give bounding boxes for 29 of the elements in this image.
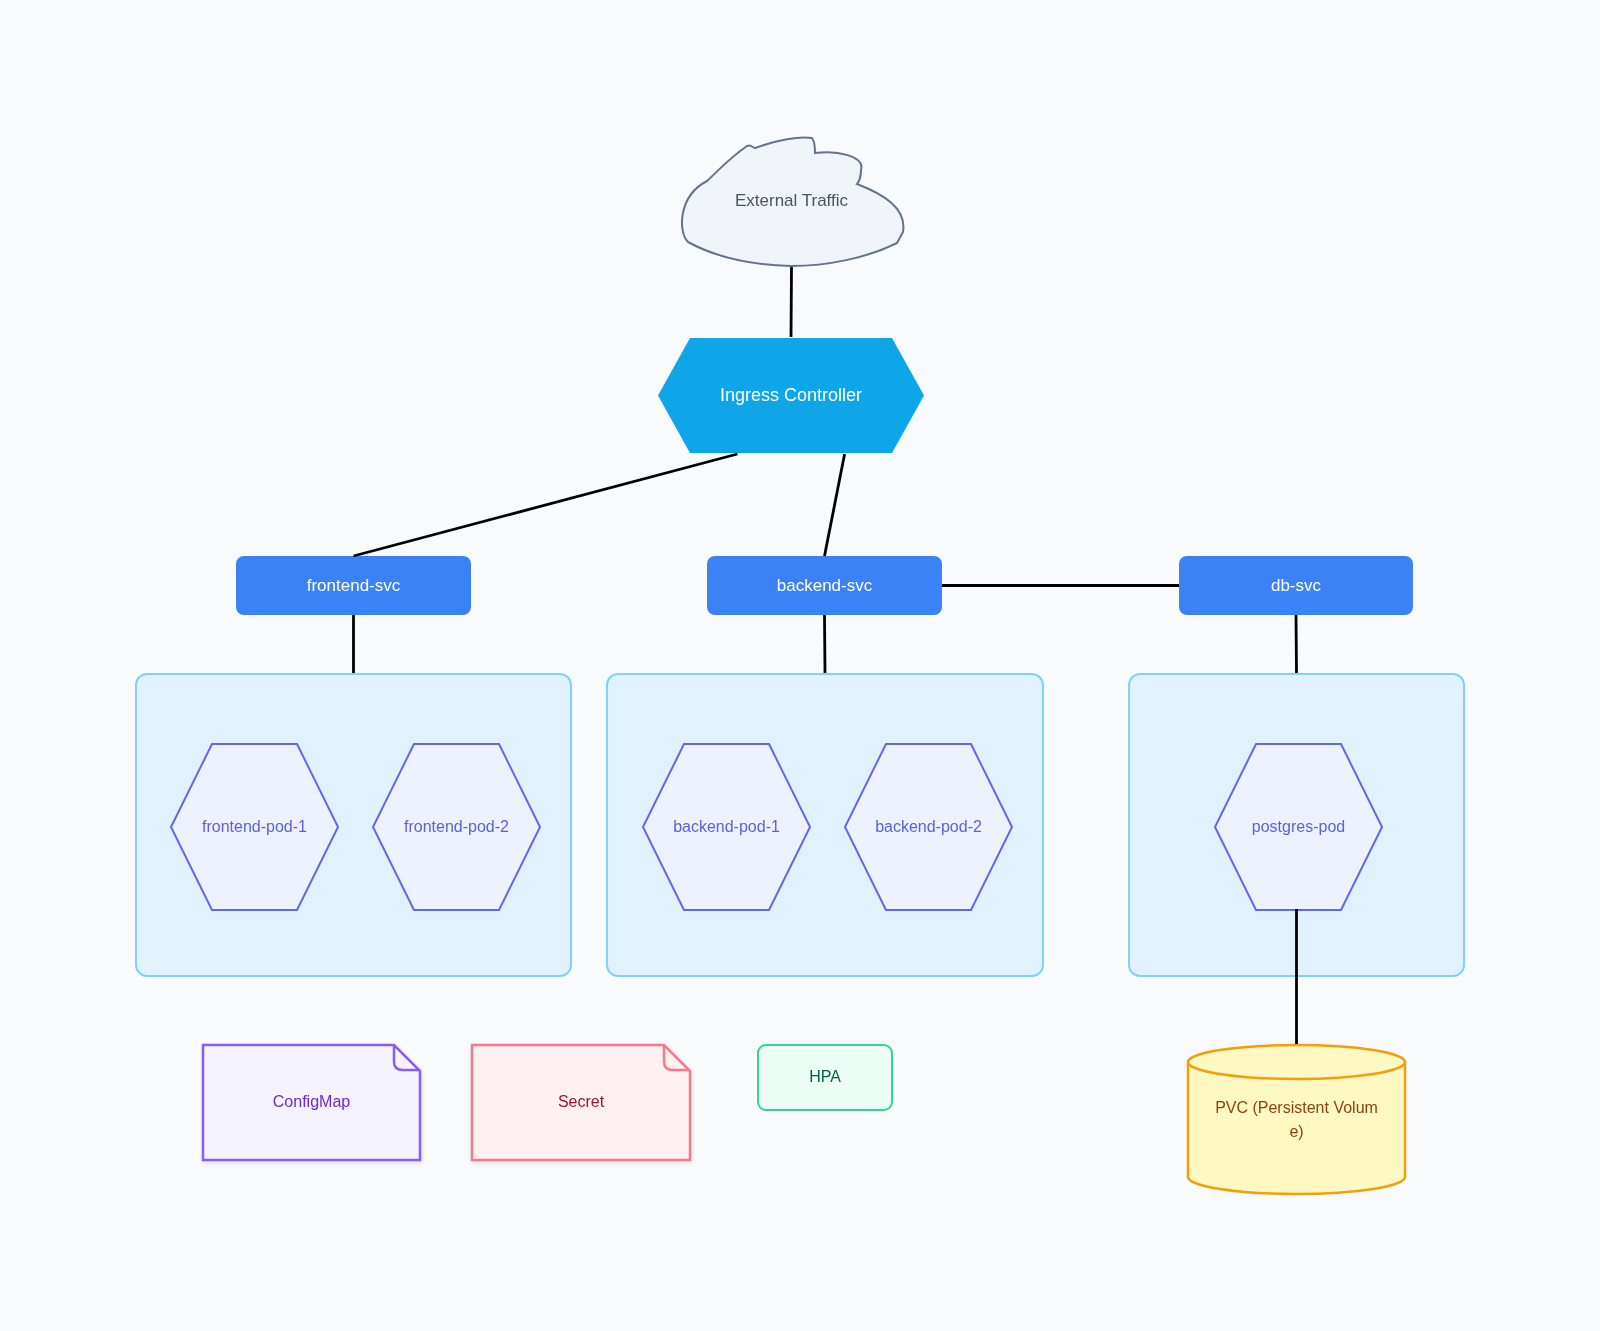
service-box <box>707 556 942 615</box>
node-label: PVC (Persistent Volume) <box>1214 1098 1379 1142</box>
node-label: frontend-pod-1 <box>202 816 307 837</box>
connector-line <box>823 453 846 557</box>
connector-line <box>823 615 827 673</box>
group-panel <box>606 673 1044 977</box>
connector-line <box>942 584 1179 587</box>
node-label: HPA <box>809 1067 841 1088</box>
node-label: db-svc <box>1270 574 1322 597</box>
node-label: postgres-pod <box>1251 816 1346 837</box>
node-label: Ingress Controller <box>719 383 863 407</box>
rounded-box <box>757 1044 893 1111</box>
node-label: frontend-svc <box>306 574 401 597</box>
node-label: External Traffic <box>734 189 849 212</box>
node-label: backend-svc <box>776 574 873 597</box>
group-panel <box>1128 673 1465 977</box>
connector-line <box>1294 615 1298 673</box>
node-label: ConfigMap <box>272 1092 351 1113</box>
node-label: backend-pod-2 <box>875 816 982 837</box>
connector-line <box>352 615 355 673</box>
group-panel <box>135 673 572 977</box>
connector-line <box>353 452 738 558</box>
node-label: backend-pod-1 <box>673 816 780 837</box>
service-box <box>236 556 471 615</box>
service-box <box>1179 556 1413 615</box>
connector-line <box>1295 909 1298 1044</box>
node-label: frontend-pod-2 <box>404 816 509 837</box>
connector-line <box>789 267 793 337</box>
node-label: Secret <box>557 1092 605 1113</box>
